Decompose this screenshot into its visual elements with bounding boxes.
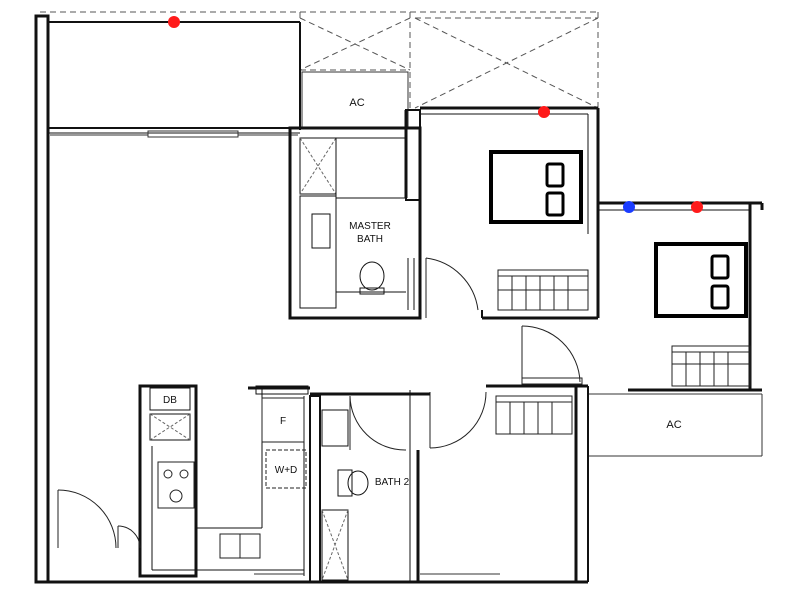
db-label: DB [163,395,177,406]
master-bath-label-1: MASTER [349,221,391,232]
bedroom-3 [416,384,589,582]
bedroom-2-door[interactable] [521,325,583,385]
master-bath-door[interactable] [425,257,479,318]
marker-red [691,201,703,213]
washer-dryer-label: W+D [275,465,298,476]
hob-icon [157,461,195,509]
entrance-door[interactable] [57,489,141,549]
bath-2-label: BATH 2 [375,477,410,488]
marker-red [168,16,180,28]
marker-red [538,106,550,118]
ac-top-label: AC [349,97,364,109]
outer-walls [34,14,588,584]
bath-2 [309,390,430,583]
sink-icon [219,533,261,559]
fridge-label: F [280,416,286,427]
bedroom-3-wardrobe [495,395,573,435]
living-window [50,130,298,138]
fridge-box [261,397,305,443]
ac-right-label: AC [666,419,681,431]
balcony-dashed [40,11,600,109]
master-bath-label-2: BATH [357,234,383,245]
master-bed [489,150,583,224]
kitchen [138,384,310,578]
bedroom-2 [598,201,764,392]
bedroom-2-bed [654,242,748,318]
bath-2-door[interactable] [349,395,407,451]
bedroom-2-wardrobe [671,345,751,387]
bedroom-3-door[interactable] [429,391,487,449]
master-wardrobe [497,269,589,311]
master-bedroom [420,106,600,320]
ac-right-area [588,393,763,457]
washer-dryer-box [265,449,307,489]
marker-blue [623,201,635,213]
markers [168,16,703,213]
master-bath [288,109,422,320]
